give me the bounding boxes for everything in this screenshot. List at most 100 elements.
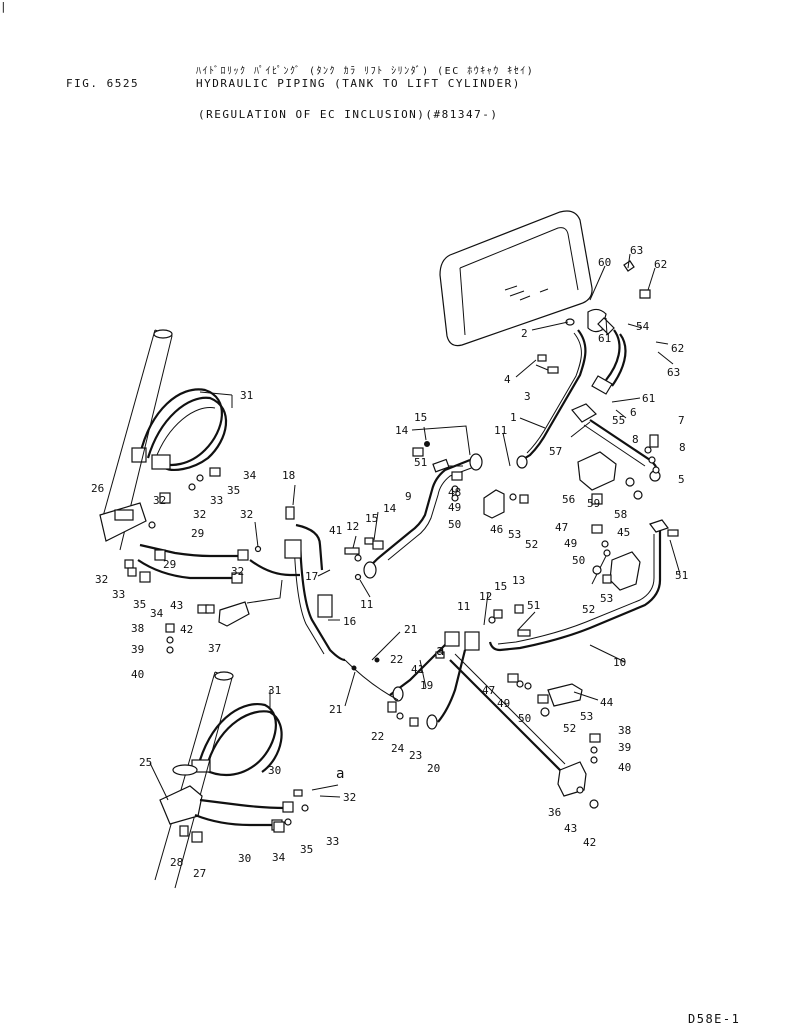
callout-labels: 63 60 62 2 61 54 62 63 4 3 61 1 55 7 6 8…: [91, 244, 688, 880]
callout-8-left: 8: [632, 433, 639, 446]
callout-43-lower: 43: [564, 822, 577, 835]
callout-34-upper: 34: [243, 469, 257, 482]
bracket-26: [99, 502, 147, 542]
callout-22-upper: 22: [390, 653, 403, 666]
callout-7: 7: [678, 414, 685, 427]
callout-30-upper: 30: [268, 764, 281, 777]
hydraulic-tank: [439, 210, 593, 347]
callout-20: 20: [427, 762, 440, 775]
diagram-title: HYDRAULIC PIPING (TANK TO LIFT CYLINDER): [196, 77, 521, 90]
bracket-44: [547, 683, 583, 707]
callout-32-f: 32: [343, 791, 356, 804]
callout-53-lower: 53: [580, 710, 593, 723]
lift-cylinder-upper: [101, 329, 173, 551]
callout-8-right: 8: [679, 441, 686, 454]
callout-26: 26: [91, 482, 104, 495]
callout-48: 48: [448, 486, 461, 499]
callout-63-top: 63: [630, 244, 643, 257]
callout-27: 27: [193, 867, 206, 880]
callout-11-middle: 11: [360, 598, 373, 611]
callout-50-middle: 50: [572, 554, 585, 567]
callout-23: 23: [409, 749, 422, 762]
callout-30-lower: 30: [238, 852, 251, 865]
callout-15-lower: 15: [494, 580, 507, 593]
callout-6: 6: [630, 406, 637, 419]
hose-29: [137, 543, 249, 584]
callout-19: 19: [420, 679, 433, 692]
pipe-18: [285, 506, 324, 571]
callout-56: 56: [562, 493, 575, 506]
callout-50-lower: 50: [518, 712, 531, 725]
corner-mark: |: [0, 0, 9, 13]
callout-12-upper: 12: [346, 520, 359, 533]
callout-12-lower: 12: [479, 590, 492, 603]
callout-45: 45: [617, 526, 630, 539]
callout-a-lower: a: [336, 766, 344, 782]
hose-31-upper: [131, 388, 227, 471]
callout-58: 58: [614, 508, 627, 521]
callout-21-lower: 21: [329, 703, 342, 716]
callout-15-upper: 15: [414, 411, 427, 424]
callout-62-right: 62: [671, 342, 684, 355]
callout-17: 17: [305, 570, 318, 583]
callout-36: 36: [548, 806, 561, 819]
callout-53-upper: 53: [508, 528, 521, 541]
callout-49-lower: 49: [497, 697, 510, 710]
callout-35-middle: 35: [133, 598, 146, 611]
callout-37: 37: [208, 642, 221, 655]
callout-32-a: 32: [153, 494, 166, 507]
callout-51-upper: 51: [414, 456, 427, 469]
callout-4: 4: [504, 373, 511, 386]
callout-61-lower: 61: [642, 392, 655, 405]
callout-25: 25: [139, 756, 152, 769]
callout-34-middle: 34: [150, 607, 164, 620]
bracket-45: [609, 551, 641, 591]
callout-52-lower: 52: [563, 722, 576, 735]
callout-44: 44: [600, 696, 614, 709]
callout-21-upper: 21: [404, 623, 417, 636]
callout-47-lower: 47: [482, 684, 495, 697]
pipe-9: [363, 453, 483, 579]
callout-33-lower: 33: [326, 835, 339, 848]
bracket-37: [218, 601, 250, 627]
callout-42-lower: 42: [583, 836, 596, 849]
title-japanese: ﾊｲﾄﾞﾛﾘｯｸ ﾊﾟｲﾋﾟﾝｸﾞ (ﾀﾝｸ ｶﾗ ﾘﾌﾄ ｼﾘﾝﾀﾞ) (EC…: [196, 66, 535, 77]
callout-18: 18: [282, 469, 295, 482]
bracket-46: [483, 489, 505, 519]
pipe-21: [344, 659, 399, 701]
bolts-3-4: [537, 354, 559, 374]
callout-10: 10: [613, 656, 626, 669]
callout-41-lower: 41: [411, 663, 424, 676]
callout-50-upper: 50: [448, 518, 461, 531]
callout-40-upper: 40: [131, 668, 144, 681]
pipe-19: [389, 631, 480, 730]
callout-40-lower: 40: [618, 761, 631, 774]
pipe-10: [488, 519, 669, 652]
callout-57: 57: [549, 445, 562, 458]
callout-29-upper: 29: [191, 527, 204, 540]
callout-11-upper: 11: [494, 424, 507, 437]
pipe-1: [516, 329, 587, 469]
callout-34-lower: 34: [272, 851, 286, 864]
callout-16: 16: [343, 615, 356, 628]
diagram-subtitle: (REGULATION OF EC INCLUSION)(#81347-): [198, 108, 499, 121]
bracket-25: [159, 785, 203, 825]
callout-60: 60: [598, 256, 611, 269]
hose-54: [591, 329, 627, 395]
callout-59: 59: [587, 497, 600, 510]
callout-1: 1: [510, 411, 517, 424]
callout-14-middle: 14: [383, 502, 397, 515]
callout-15-middle: 15: [365, 512, 378, 525]
callout-31-lower: 31: [268, 684, 281, 697]
callout-47-upper: 47: [555, 521, 568, 534]
callout-63-right: 63: [667, 366, 680, 379]
callout-61-upper: 61: [598, 332, 611, 345]
callout-42-upper: 42: [180, 623, 193, 636]
callout-32-b: 32: [193, 508, 206, 521]
callout-43-upper: 43: [170, 599, 183, 612]
callout-24: 24: [391, 742, 405, 755]
callout-32-c: 32: [240, 508, 253, 521]
page-reference: D58E-1: [688, 1012, 741, 1026]
callout-22-lower: 22: [371, 730, 384, 743]
